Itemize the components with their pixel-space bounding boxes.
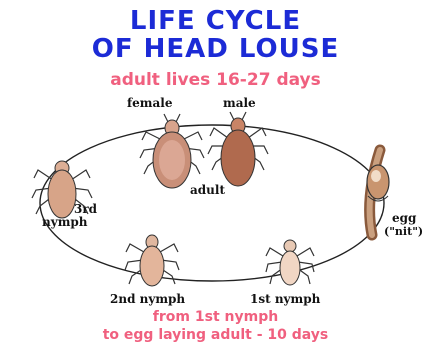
male-label: male bbox=[223, 97, 256, 110]
second-nymph-label: 2nd nymph bbox=[110, 293, 185, 306]
first-nymph-label: 1st nymph bbox=[250, 293, 320, 306]
nymph-duration-line-2: to egg laying adult - 10 days bbox=[0, 327, 431, 343]
title-line-2: OF HEAD LOUSE bbox=[0, 36, 431, 62]
third-nymph-label-line-2: nymph bbox=[42, 216, 88, 229]
first-nymph-icon bbox=[266, 240, 314, 285]
female-label: female bbox=[127, 97, 172, 110]
adult-label: adult bbox=[190, 184, 225, 197]
egg-label: egg bbox=[392, 212, 416, 225]
adult-lifespan-subtitle: adult lives 16-27 days bbox=[0, 70, 431, 90]
nymph-duration-line-1: from 1st nymph bbox=[0, 309, 431, 325]
male-louse-icon bbox=[208, 112, 268, 186]
title-line-1: LIFE CYCLE bbox=[0, 8, 431, 34]
nit-label: ("nit") bbox=[384, 225, 423, 238]
